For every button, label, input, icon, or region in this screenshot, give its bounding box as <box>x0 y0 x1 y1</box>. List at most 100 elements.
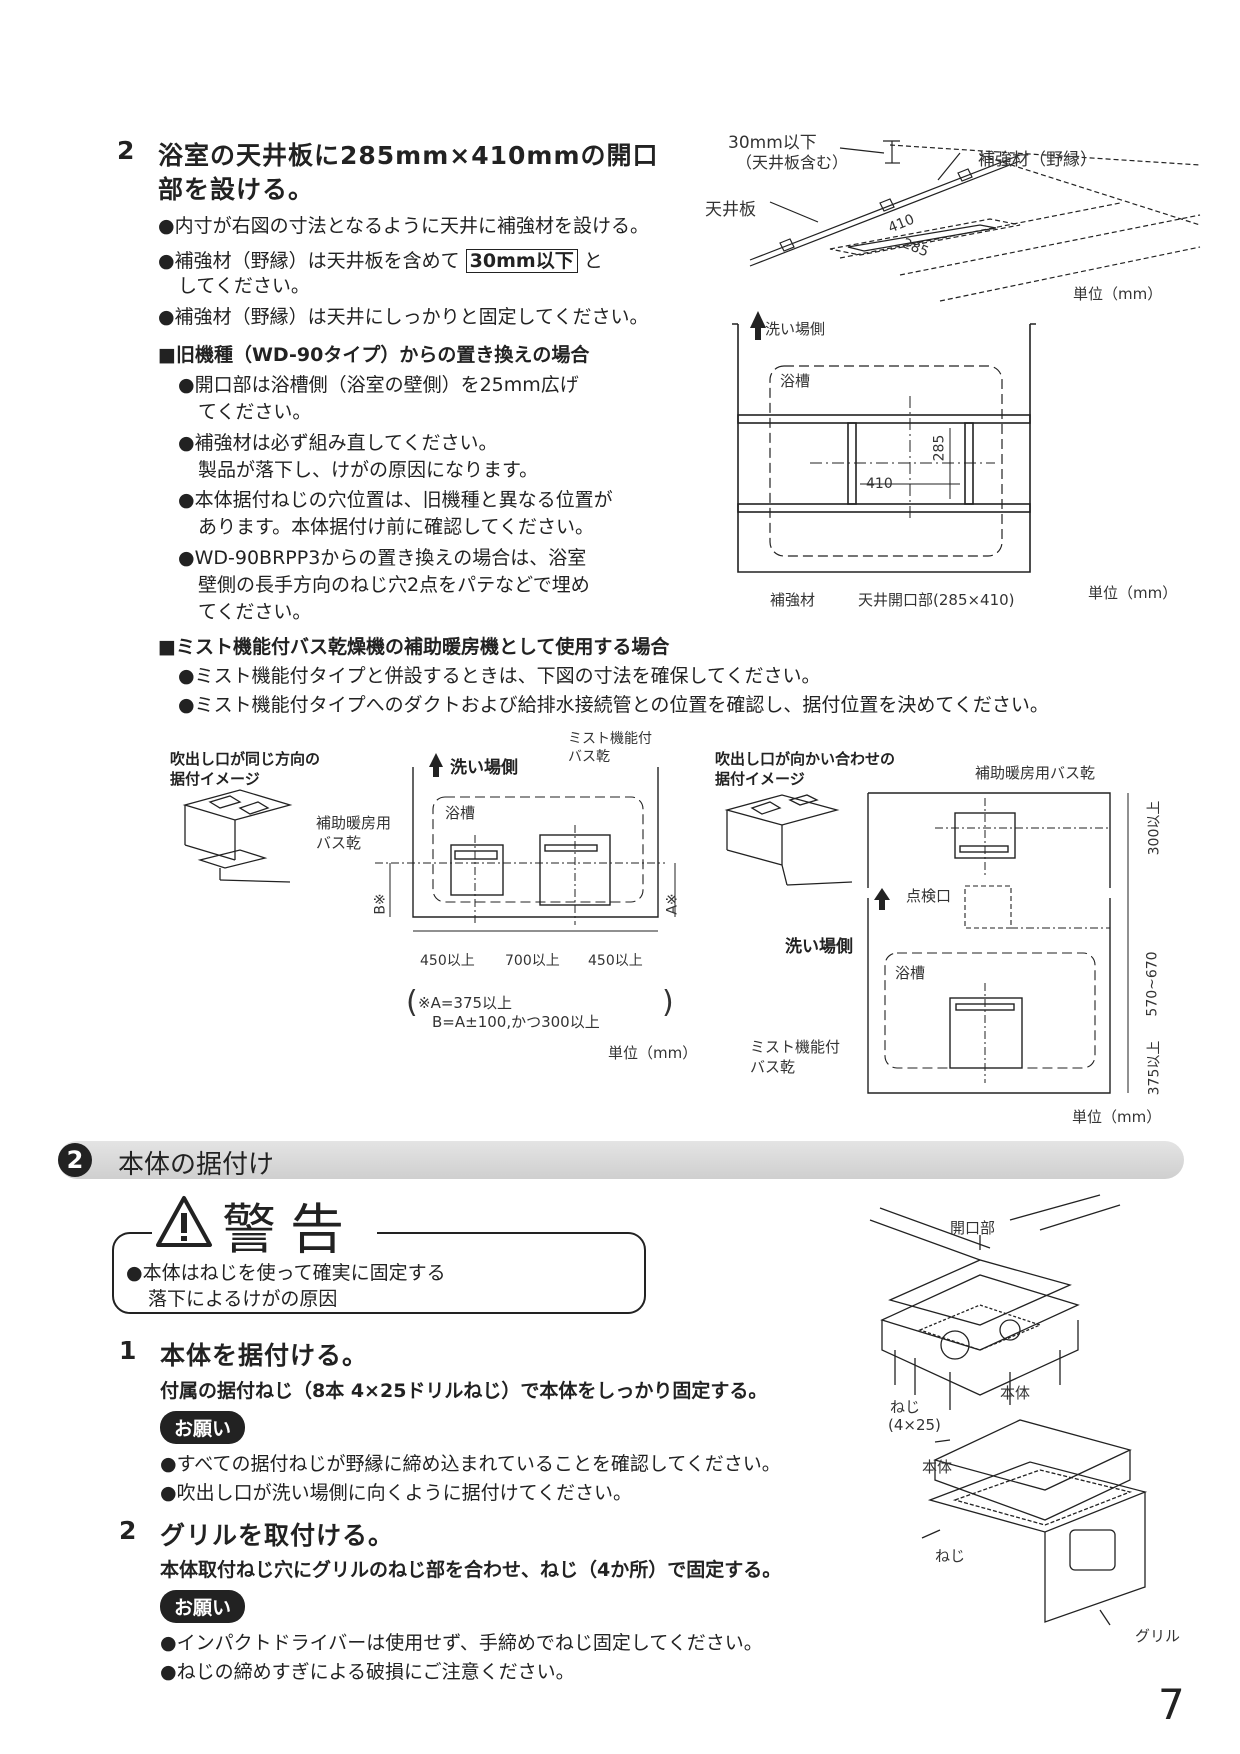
body-label: 本体 <box>922 1458 953 1476</box>
step-title: グリルを取付ける。 <box>160 1521 395 1550</box>
section-header-bar <box>58 1141 1184 1179</box>
bullet-text: 本体据付ねじの穴位置は、旧機種と異なる位置が <box>178 487 613 514</box>
bullet-text: ミスト機能付タイプへのダクトおよび給排水接続管との位置を確認し、据付位置を決めて… <box>178 692 1049 719</box>
bullet-text-cont: てください。 <box>198 601 312 623</box>
warning-title-mask <box>152 1192 377 1262</box>
step-title-line1: 浴室の天井板に285mm×410mmの開口 <box>158 141 659 170</box>
request-bullet: 吹出し口が洗い場側に向くように据付けてください。 <box>160 1480 632 1507</box>
wash-side-label: 洗い場側 <box>785 937 853 957</box>
step-number: 2 <box>117 136 136 165</box>
aux-dryer-label: バス乾 <box>316 834 362 852</box>
unit-label: 単位（mm） <box>1072 1108 1162 1126</box>
bathtub-label: 浴槽 <box>445 804 476 822</box>
bullet-text: 補強材（野縁）は天井にしっかりと固定してください。 <box>158 304 649 331</box>
paren-close: ) <box>662 985 674 1020</box>
label-30mm: 30mm以下 <box>728 133 817 153</box>
install-image-facing <box>724 794 853 886</box>
dim-a: A※ <box>664 893 681 915</box>
wash-side-label: 洗い場側 <box>450 758 518 778</box>
step-description: 本体取付ねじ穴にグリルのねじ部を合わせ、ねじ（4か所）で固定する。 <box>160 1559 782 1581</box>
dim-300: 300以上 <box>1146 800 1163 856</box>
unit-label: 単位（mm） <box>1088 584 1178 602</box>
figure-title: 据付イメージ <box>170 770 260 788</box>
install-image-same-direction <box>182 789 293 883</box>
bullet-text-cont: 壁側の長手方向のねじ穴2点をパテなどで埋め <box>198 574 590 596</box>
screw-label: ねじ <box>935 1547 966 1565</box>
aux-dryer-label: 補助暖房用 <box>316 814 392 832</box>
plan-same-direction <box>375 753 676 932</box>
wash-arrow-icon <box>874 888 890 910</box>
bullet-text: WD-90BRPP3からの置き換えの場合は、浴室 <box>178 545 587 572</box>
request-badge: お願い <box>160 1590 246 1623</box>
screw-label: ねじ <box>890 1398 921 1416</box>
body-label: 本体 <box>1000 1384 1031 1402</box>
dim-b: B※ <box>372 893 389 915</box>
opening-label: 天井開口部(285×410) <box>858 591 1015 609</box>
dim-450: 450以上 <box>420 953 475 969</box>
label-tenjo-ita: 天井板 <box>705 200 756 220</box>
screw-size-label: (4×25) <box>888 1416 941 1434</box>
label-tenjo-fukumu: （天井板含む） <box>736 153 849 172</box>
bullet-text-cont: あります。本体据付け前に確認してください。 <box>198 516 594 538</box>
section-title: 本体の据付け <box>118 1150 275 1180</box>
bathtub-label: 浴槽 <box>895 964 926 982</box>
ceiling-perspective-diagram <box>749 140 1201 302</box>
plan-facing <box>867 792 1129 1094</box>
bullet-text: 開口部は浴槽側（浴室の壁側）を25mm広げ <box>178 372 579 399</box>
paren-open: ( <box>406 985 418 1020</box>
bullet-text-cont: 製品が落下し、けがの原因になります。 <box>198 459 539 481</box>
warning-bullet: 本体はねじを使って確実に固定する <box>126 1260 446 1287</box>
step-title-line2: 部を設ける。 <box>158 175 315 204</box>
dim-285: 285 <box>931 434 948 462</box>
mist-label: ミスト機能付 <box>750 1038 841 1056</box>
dim-375: 375以上 <box>1146 1040 1163 1096</box>
highlight-box: 30mm以下 <box>465 249 578 273</box>
inspection-port-label: 点検口 <box>906 887 952 905</box>
request-bullet: インパクトドライバーは使用せず、手締めでねじ固定してください。 <box>160 1630 763 1657</box>
mist-label: ミスト機能付 <box>568 731 652 747</box>
mist-label: バス乾 <box>750 1058 796 1076</box>
warning-triangle-icon <box>156 1196 212 1247</box>
warning-box <box>112 1232 646 1314</box>
mist-label: バス乾 <box>568 749 610 765</box>
warning-cause: 落下によるけがの原因 <box>148 1288 338 1310</box>
bullet-text: 補強材（野縁）は天井板を含めて 30mm以下 と <box>158 248 603 275</box>
figure-title: 吹出し口が向かい合わせの <box>715 750 896 768</box>
wash-side-label: 洗い場側 <box>765 320 826 338</box>
request-badge: お願い <box>160 1411 246 1444</box>
step-title: 本体を据付ける。 <box>160 1341 369 1370</box>
note-b: B=A±100,かつ300以上 <box>432 1013 600 1031</box>
figure-title: 吹出し口が同じ方向の <box>170 750 321 768</box>
step-description: 付属の据付ねじ（8本 4×25ドリルねじ）で本体をしっかり固定する。 <box>160 1380 768 1402</box>
dim-410: 410 <box>866 476 893 492</box>
warning-title: 警告 <box>222 1198 358 1261</box>
bullet-text: 補強材は必ず組み直してください。 <box>178 430 498 457</box>
step-number: 1 <box>119 1336 138 1365</box>
bullet-text-cont: してください。 <box>178 275 310 297</box>
dim-450: 450以上 <box>588 953 643 969</box>
step-number: 2 <box>119 1516 138 1545</box>
note-a: ※A=375以上 <box>418 994 513 1012</box>
unit-install-illustration <box>869 1194 1148 1626</box>
bullet-text: 内寸が右図の寸法となるように天井に補強材を設ける。 <box>158 213 649 240</box>
label-nobuchi: 補強材（野縁） <box>978 150 1097 170</box>
bullet-text-cont: てください。 <box>198 401 312 423</box>
section-number: 2 <box>58 1143 92 1177</box>
page-number: 7 <box>1158 1680 1185 1729</box>
plan-view-diagram <box>732 311 1036 573</box>
unit-label: 単位（mm） <box>608 1044 698 1062</box>
dim-700: 700以上 <box>505 953 560 969</box>
request-bullet: ねじの締めすぎによる破損にご注意ください。 <box>160 1659 575 1686</box>
subheading: ■ミスト機能付バス乾燥機の補助暖房機として使用する場合 <box>158 636 670 658</box>
reinforcement-label: 補強材 <box>770 591 816 609</box>
unit-label: 単位（mm） <box>1073 285 1163 303</box>
figure-title: 据付イメージ <box>715 770 805 788</box>
bullet-text: ミスト機能付タイプと併設するときは、下図の寸法を確保してください。 <box>178 663 821 690</box>
subheading: ■旧機種（WD-90タイプ）からの置き換えの場合 <box>158 344 590 366</box>
dim-570-670: 570~670 <box>1144 951 1161 1017</box>
opening-label: 開口部 <box>950 1219 996 1237</box>
bathtub-label: 浴槽 <box>780 372 811 390</box>
request-bullet: すべての据付ねじが野縁に締め込まれていることを確認してください。 <box>160 1451 781 1478</box>
grill-label: グリル <box>1135 1627 1181 1645</box>
aux-dryer-label: 補助暖房用バス乾 <box>975 764 1096 782</box>
